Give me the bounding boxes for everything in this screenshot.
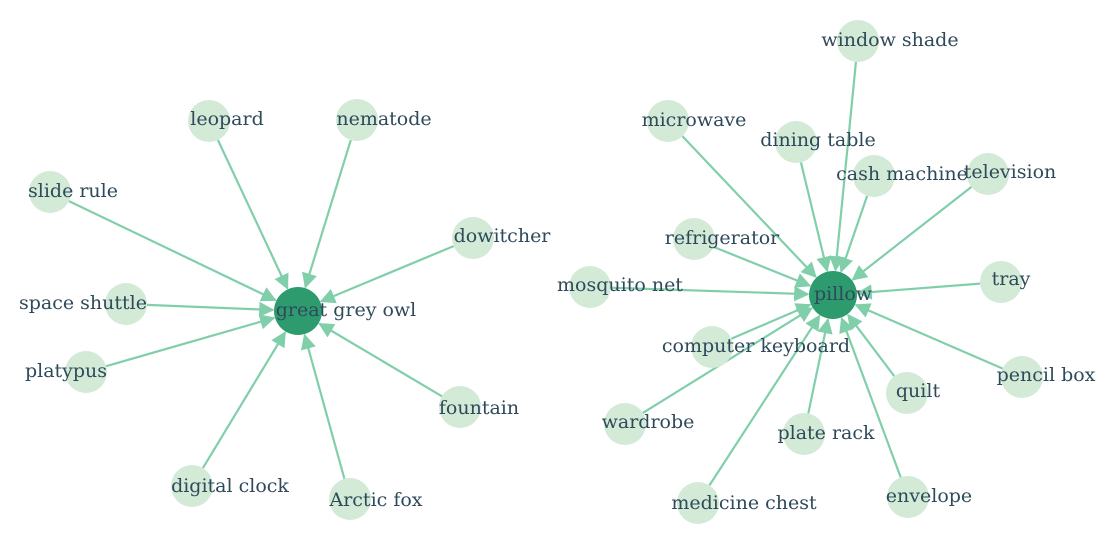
- node-nematode: [336, 99, 378, 141]
- label-pillow: pillow: [814, 283, 873, 305]
- node-space-shuttle: [105, 283, 147, 325]
- label-microwave: microwave: [642, 109, 747, 131]
- node-television: [967, 153, 1009, 195]
- edge-television-to-pillow: [851, 186, 973, 281]
- node-cash-machine: [853, 155, 895, 197]
- edge-space-shuttle-to-great-grey-owl: [146, 301, 275, 318]
- node-microwave: [647, 100, 689, 142]
- node-window-shade: [837, 20, 879, 62]
- node-digital-clock: [171, 465, 213, 507]
- edge-dowitcher-to-great-grey-owl: [319, 245, 455, 304]
- label-wardrobe: wardrobe: [602, 411, 695, 433]
- label-medicine-chest: medicine chest: [671, 492, 817, 514]
- edge-slide-rule-to-great-grey-owl: [68, 200, 277, 302]
- node-mosquito-net: [569, 266, 611, 308]
- label-television: television: [964, 161, 1057, 183]
- edge-leopard-to-great-grey-owl: [216, 139, 289, 290]
- edge-medicine-chest-to-pillow: [708, 314, 821, 486]
- edge-arctic-fox-to-great-grey-owl: [300, 333, 346, 480]
- nodes-layer: leopard nematode slide rule dowitcher space …: [19, 20, 1096, 524]
- label-fountain: fountain: [439, 397, 519, 419]
- node-dowitcher: [452, 217, 494, 259]
- node-plate-rack: [783, 413, 825, 455]
- edge-quilt-to-pillow: [847, 313, 896, 377]
- node-wardrobe: [604, 403, 646, 445]
- node-envelope: [887, 476, 929, 518]
- label-digital-clock: digital clock: [171, 475, 289, 497]
- node-platypus: [65, 351, 107, 393]
- label-pencil-box: pencil box: [997, 364, 1096, 386]
- label-space-shuttle: space shuttle: [19, 292, 147, 314]
- label-dining-table: dining table: [760, 129, 875, 151]
- node-computer-keyboard: [691, 326, 733, 368]
- edge-nematode-to-great-grey-owl: [302, 139, 352, 289]
- edge-mosquito-net-to-pillow: [610, 286, 810, 302]
- edge-envelope-to-pillow: [839, 316, 902, 478]
- label-great-grey-owl: great grey owl: [276, 299, 417, 321]
- node-refrigerator: [673, 218, 715, 260]
- label-mosquito-net: mosquito net: [557, 274, 683, 296]
- center-node-pillow: [809, 271, 857, 319]
- edge-fountain-to-great-grey-owl: [318, 322, 443, 398]
- edge-digital-clock-to-great-grey-owl: [201, 331, 286, 469]
- label-quilt: quilt: [896, 380, 941, 402]
- edge-window-shade-to-pillow: [829, 61, 858, 272]
- node-dining-table: [775, 121, 817, 163]
- label-tray: tray: [992, 268, 1031, 290]
- label-arctic-fox: Arctic fox: [328, 489, 422, 511]
- edge-microwave-to-pillow: [681, 135, 817, 278]
- label-refrigerator: refrigerator: [665, 227, 780, 249]
- label-computer-keyboard: computer keyboard: [662, 335, 850, 357]
- edge-platypus-to-great-grey-owl: [105, 314, 276, 368]
- label-nematode: nematode: [336, 108, 431, 130]
- node-slide-rule: [29, 171, 71, 213]
- edge-cash-machine-to-pillow: [838, 195, 869, 273]
- node-pencil-box: [1001, 356, 1043, 398]
- edge-refrigerator-to-pillow: [713, 245, 812, 288]
- edge-plate-rack-to-pillow: [807, 317, 833, 414]
- node-tray: [980, 261, 1022, 303]
- label-dowitcher: dowitcher: [454, 225, 552, 247]
- label-plate-rack: plate rack: [777, 422, 875, 444]
- label-slide-rule: slide rule: [28, 180, 118, 202]
- node-fountain: [439, 386, 481, 428]
- edge-pencil-box-to-pillow: [854, 303, 1004, 370]
- label-cash-machine: cash machine: [836, 163, 968, 185]
- node-arctic-fox: [329, 478, 371, 520]
- label-window-shade: window shade: [821, 29, 958, 51]
- edge-tray-to-pillow: [856, 282, 981, 300]
- node-leopard: [188, 100, 230, 142]
- edges-layer: [68, 61, 1004, 486]
- node-quilt: [886, 372, 928, 414]
- label-leopard: leopard: [190, 108, 264, 130]
- edge-dining-table-to-pillow: [799, 162, 832, 273]
- label-envelope: envelope: [886, 485, 972, 507]
- label-platypus: platypus: [25, 360, 107, 382]
- center-node-great-grey-owl: [274, 287, 322, 335]
- node-medicine-chest: [677, 482, 719, 524]
